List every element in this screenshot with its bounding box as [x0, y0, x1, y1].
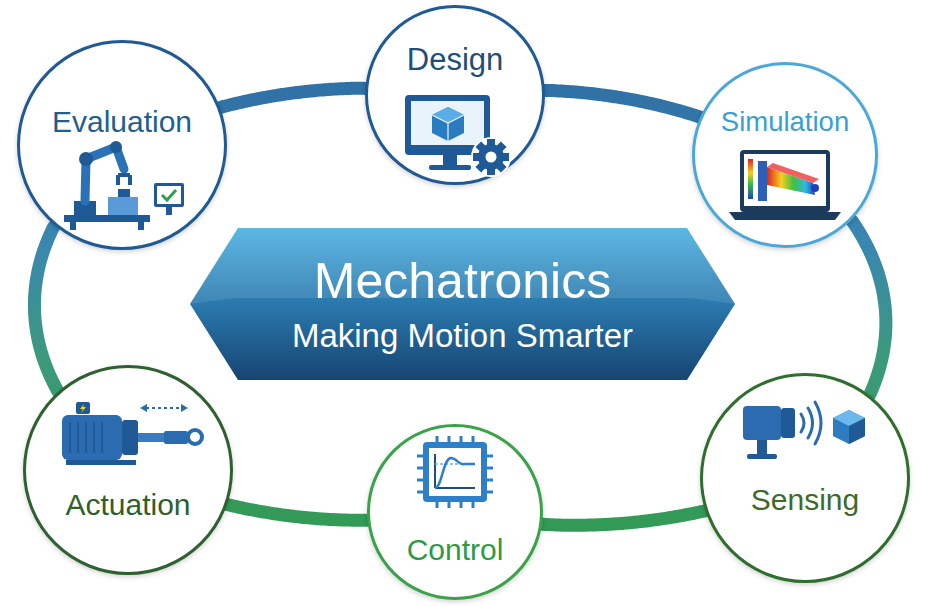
- banner-fill: [190, 228, 735, 380]
- evaluation-circle: Evaluation: [17, 40, 227, 250]
- ring-segment: [34, 225, 58, 392]
- simulation-circle: Simulation: [692, 62, 878, 248]
- icon: [729, 150, 841, 220]
- circle-label: Actuation: [65, 488, 190, 523]
- icon-art: [695, 65, 875, 245]
- icon-art: [26, 368, 230, 572]
- banner-title: Mechatronics: [314, 253, 611, 311]
- circle-label: Control: [407, 533, 504, 568]
- circle-label: Sensing: [751, 483, 859, 518]
- ring-segment: [851, 220, 886, 396]
- actuation-circle: Actuation: [23, 365, 233, 575]
- banner-subtitle: Making Motion Smarter: [292, 317, 633, 355]
- icon-art: [370, 427, 540, 597]
- icon: [417, 436, 493, 508]
- icon: [743, 402, 865, 459]
- ring-segment: [544, 90, 701, 117]
- icon: [64, 141, 184, 230]
- icon-art: [20, 43, 224, 247]
- circle-label: Simulation: [721, 106, 849, 138]
- sensing-circle: Sensing: [700, 373, 910, 583]
- icon-art: [703, 376, 907, 580]
- ring-segment: [219, 88, 366, 108]
- ring-segment: [226, 504, 368, 520]
- circle-label: Evaluation: [52, 105, 192, 140]
- title-banner: MechatronicsMaking Motion Smarter: [190, 228, 735, 380]
- icon: [62, 402, 202, 465]
- ring-segment: [541, 510, 706, 525]
- design-circle: Design: [365, 5, 545, 185]
- icon: [405, 95, 511, 177]
- icon-art: [368, 8, 542, 182]
- control-circle: Control: [367, 424, 543, 600]
- circle-label: Design: [407, 42, 504, 78]
